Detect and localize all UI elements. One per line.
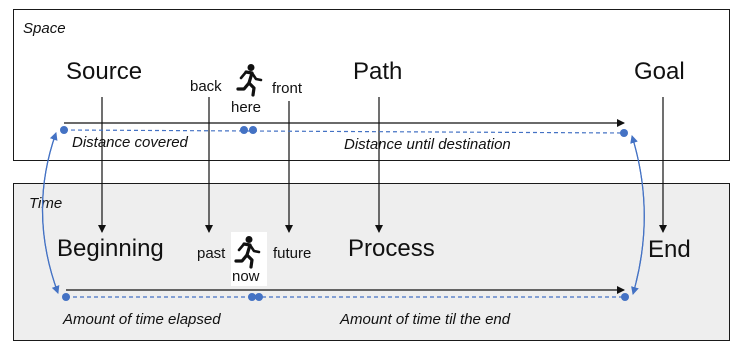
space-here-dot-1 <box>240 126 248 134</box>
time-end-dot <box>621 293 629 301</box>
time-title: Time <box>29 195 63 212</box>
space-here-dot-2 <box>249 126 257 134</box>
space-title: Space <box>23 20 66 37</box>
time-start-dot <box>62 293 70 301</box>
distance-until-label: Distance until destination <box>344 136 511 153</box>
space-dashed-line <box>63 129 625 134</box>
left-blue-curve-up <box>41 132 59 294</box>
past-label: past <box>197 245 226 262</box>
space-goal-dot <box>620 129 628 137</box>
running-person-icon <box>236 64 263 97</box>
time-now-dot-2 <box>255 293 263 301</box>
space-panel: Space <box>13 9 730 161</box>
beginning-label: Beginning <box>57 235 164 262</box>
right-blue-curve-up <box>630 135 645 295</box>
now-label: now <box>232 268 260 285</box>
process-label: Process <box>348 235 435 262</box>
space-start-dot <box>60 126 68 134</box>
source-label: Source <box>66 58 143 85</box>
end-label: End <box>648 236 691 263</box>
running-person-icon <box>234 236 261 269</box>
back-label: back <box>190 78 222 95</box>
time-elapsed-label: Amount of time elapsed <box>63 311 221 328</box>
time-til-end-label: Amount of time til the end <box>340 311 511 328</box>
goal-label: Goal <box>634 58 685 85</box>
front-label: front <box>272 80 303 97</box>
path-label: Path <box>353 58 403 85</box>
future-label: future <box>273 245 312 262</box>
here-label: here <box>231 99 262 116</box>
distance-covered-label: Distance covered <box>72 134 188 151</box>
time-panel: Time <box>13 183 730 341</box>
time-now-dot-1 <box>248 293 256 301</box>
